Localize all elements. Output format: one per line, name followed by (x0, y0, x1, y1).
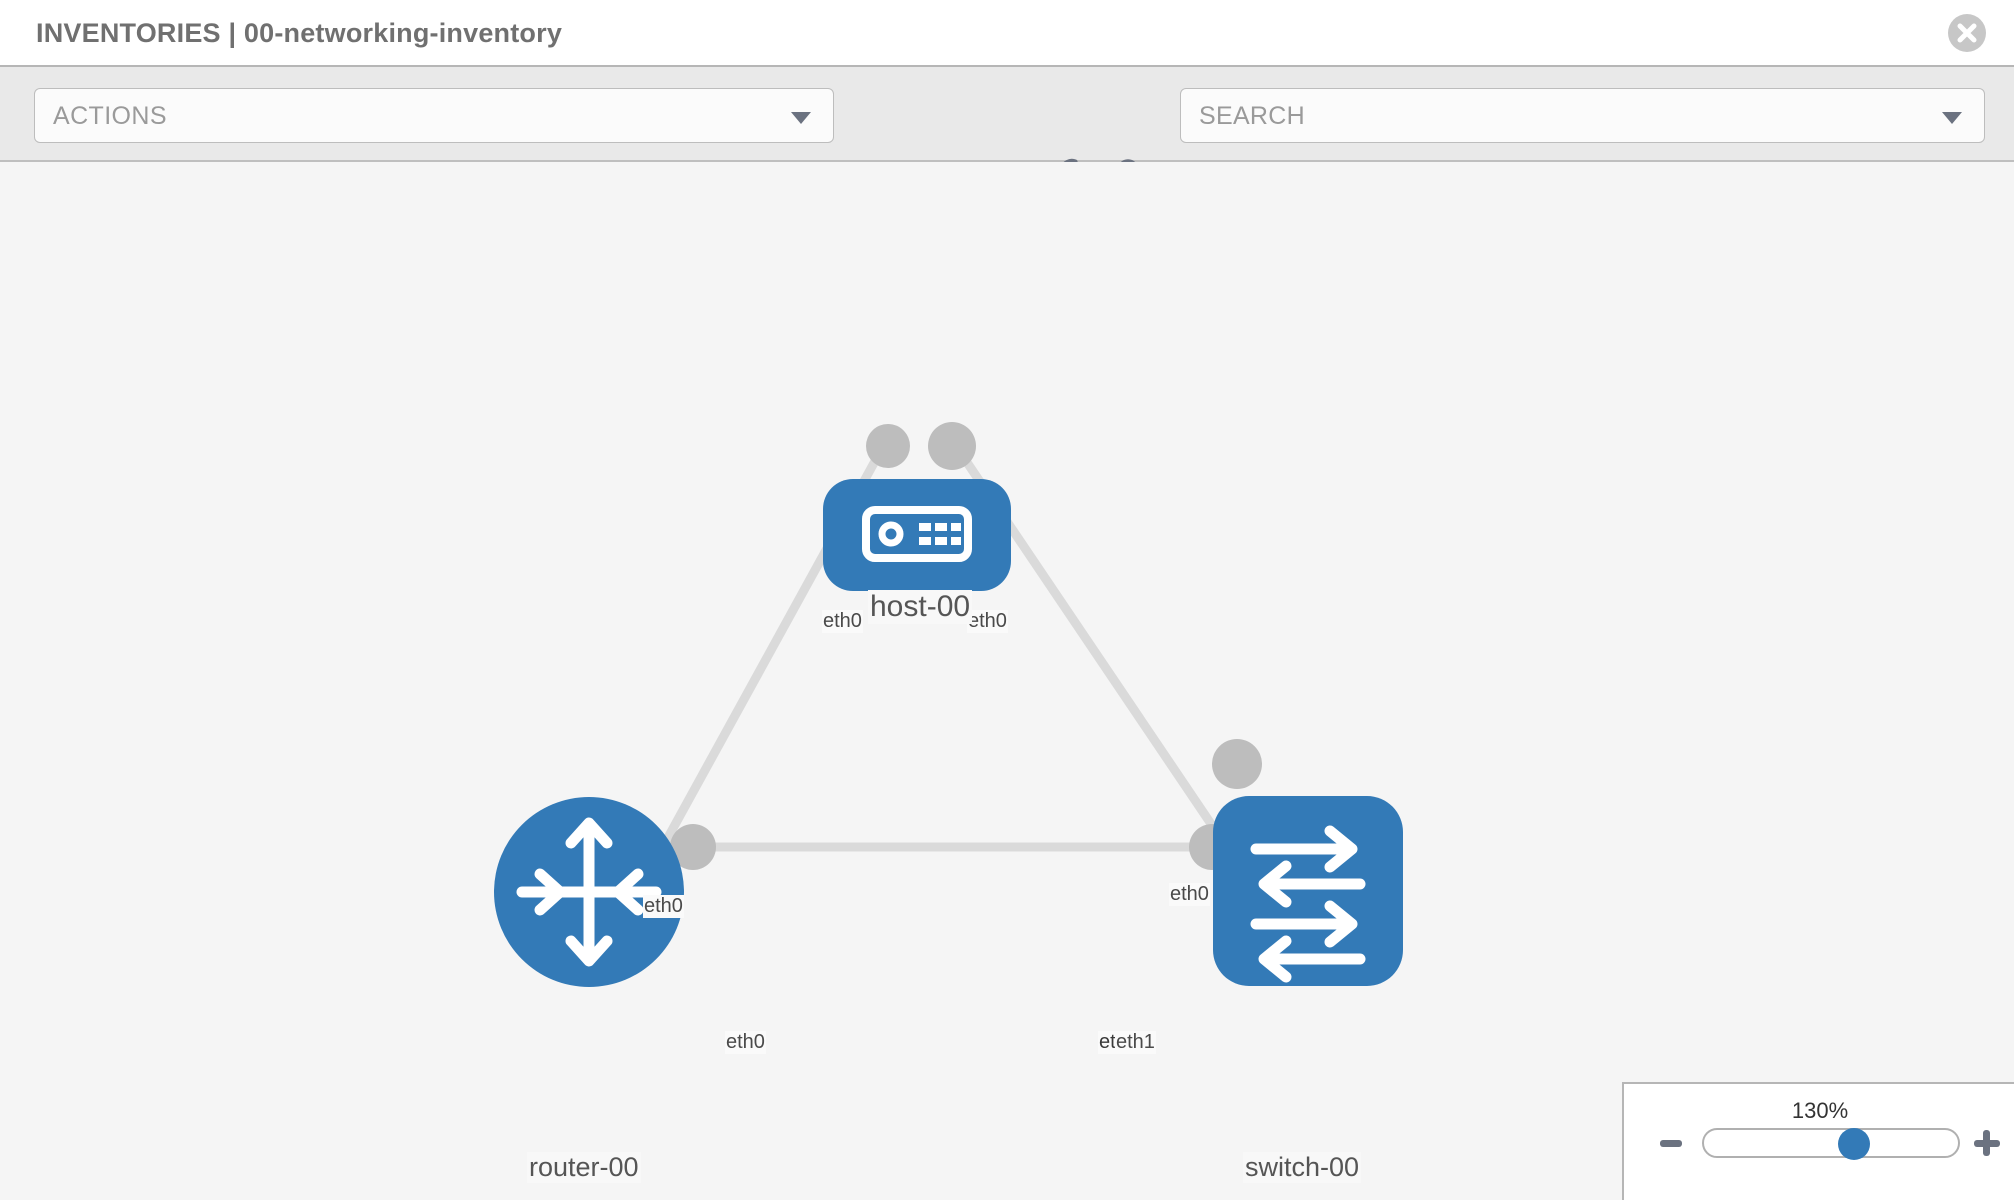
connector-dot (670, 824, 716, 870)
interface-label: eth0 (967, 610, 1008, 633)
connector-dot (866, 424, 910, 468)
topology-canvas[interactable]: eth0 eth0 eth0 eth0 eth0 eth1 eth1 host-… (0, 162, 2014, 1200)
interface-label: eth1 (1115, 1031, 1156, 1054)
toolbar: ACTIONS SEARCH (0, 67, 2014, 193)
minus-icon[interactable] (1660, 1140, 1682, 1147)
plus-icon[interactable] (1968, 1126, 2008, 1162)
zoom-slider[interactable] (1702, 1128, 1960, 1158)
search-input[interactable]: SEARCH (1180, 88, 1985, 143)
node-label-router-00: router-00 (527, 1152, 641, 1183)
topology-graph (494, 422, 1403, 987)
search-placeholder: SEARCH (1199, 102, 1305, 130)
interface-label: eth0 (725, 1031, 766, 1054)
node-router-00[interactable] (494, 797, 684, 987)
page-title: INVENTORIES | 00-networking-inventory (36, 18, 563, 48)
switch-arrows-icon (1250, 825, 1366, 983)
zoom-percent-label: 130% (1791, 1098, 1849, 1123)
node-label-switch-00: switch-00 (1243, 1152, 1362, 1183)
connector-dot (1212, 739, 1262, 789)
close-icon[interactable] (1948, 14, 1986, 52)
router-arrows-icon (516, 817, 662, 967)
connector-dot (928, 422, 976, 470)
node-host-00[interactable] (823, 479, 1011, 591)
interface-label: eth0 (643, 895, 684, 918)
server-icon (862, 506, 972, 562)
chevron-down-icon (791, 112, 811, 124)
title-bar: INVENTORIES | 00-networking-inventory (0, 0, 2014, 67)
interface-label: eth0 (822, 610, 863, 633)
node-label-host-00: host-00 (868, 590, 973, 624)
actions-dropdown-label: ACTIONS (53, 102, 167, 130)
chevron-down-icon[interactable] (1942, 112, 1962, 124)
interface-label: eth0 (1169, 883, 1210, 906)
node-switch-00[interactable] (1213, 796, 1403, 986)
actions-dropdown[interactable]: ACTIONS (34, 88, 834, 143)
zoom-control-panel: 130% (1622, 1082, 2014, 1200)
zoom-slider-thumb[interactable] (1838, 1128, 1870, 1160)
